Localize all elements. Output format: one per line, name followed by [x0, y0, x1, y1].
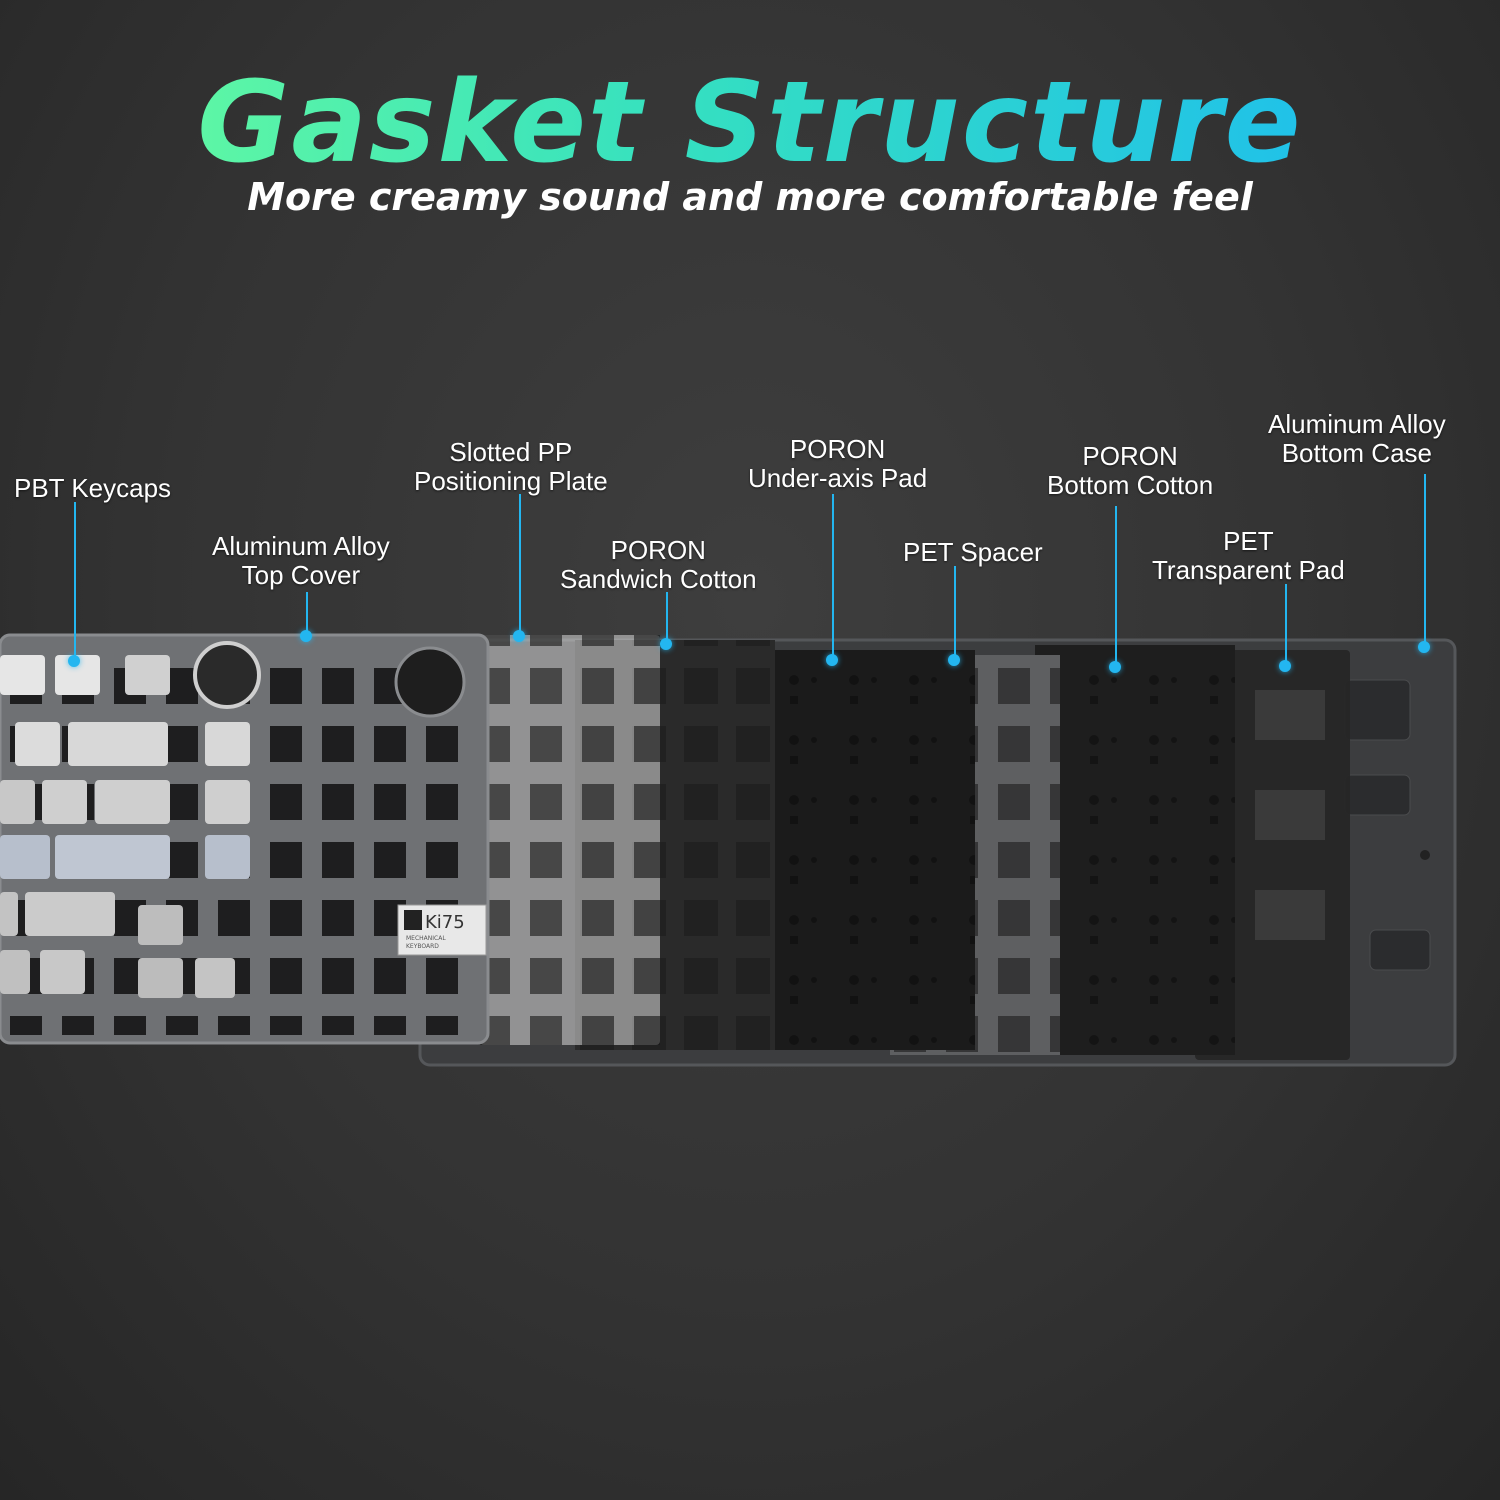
callout-line-bottom-case	[1424, 474, 1426, 646]
callout-dot-sandwich-cotton	[660, 638, 672, 650]
callout-line-top-cover	[306, 592, 308, 634]
pp-plate-layer	[480, 635, 660, 1045]
label-line: Aluminum Alloy	[1268, 409, 1446, 439]
label-pet-spacer: PET Spacer	[903, 538, 1043, 567]
label-transparent-pad: PET Transparent Pad	[1152, 527, 1345, 585]
callout-dot-pet-spacer	[948, 654, 960, 666]
badge-line-2: KEYBOARD	[406, 943, 439, 950]
label-line: Aluminum Alloy	[212, 531, 390, 561]
page-title: Gasket Structure	[0, 61, 1500, 185]
callout-line-pet-spacer	[954, 566, 956, 658]
label-line: Slotted PP	[449, 437, 573, 467]
label-line: PORON	[1082, 441, 1178, 471]
label-line: Transparent Pad	[1152, 555, 1345, 585]
poron-under-axis-pad-layer	[755, 650, 975, 1050]
label-pp-plate: Slotted PP Positioning Plate	[414, 438, 608, 496]
callout-dot-top-cover	[300, 630, 312, 642]
label-line: Sandwich Cotton	[560, 564, 757, 594]
callout-line-bottom-cotton	[1115, 506, 1117, 664]
callout-dot-pp-plate	[513, 630, 525, 642]
label-line: PORON	[610, 535, 706, 565]
label-under-axis-pad: PORON Under-axis Pad	[748, 435, 927, 493]
label-line: PORON	[789, 434, 886, 464]
callout-dot-bottom-cotton	[1109, 661, 1121, 673]
callout-dot-bottom-case	[1418, 641, 1430, 653]
callout-line-pbt-keycaps	[74, 502, 76, 660]
keycaps-layer	[0, 641, 261, 998]
callout-dot-pbt-keycaps	[68, 655, 80, 667]
poron-bottom-cotton-layer	[1035, 645, 1235, 1055]
label-line: PET Spacer	[903, 537, 1043, 567]
label-line: PET	[1223, 526, 1274, 556]
callout-line-sandwich-cotton	[666, 592, 668, 642]
label-pbt-keycaps: PBT Keycaps	[14, 474, 171, 503]
label-line: Bottom Cotton	[1047, 470, 1214, 500]
label-line: Positioning Plate	[414, 466, 608, 496]
callout-dot-transparent-pad	[1279, 660, 1291, 672]
label-sandwich-cotton: PORON Sandwich Cotton	[560, 536, 757, 594]
callout-line-under-axis-pad	[832, 494, 834, 658]
label-line: Bottom Case	[1281, 438, 1433, 468]
label-top-cover: Aluminum Alloy Top Cover	[212, 532, 390, 590]
label-bottom-case: Aluminum Alloy Bottom Case	[1268, 410, 1446, 468]
label-line: Under-axis Pad	[748, 463, 928, 493]
badge-logo: Ki75	[425, 912, 465, 933]
label-bottom-cotton: PORON Bottom Cotton	[1047, 442, 1213, 500]
callout-line-transparent-pad	[1285, 584, 1287, 664]
badge-line-1: MECHANICAL	[406, 935, 446, 942]
label-line: PBT Keycaps	[14, 473, 172, 503]
label-line: Top Cover	[241, 560, 361, 590]
exploded-keyboard-illustration: Ki75 MECHANICAL KEYBOARD	[0, 633, 1457, 1067]
callout-dot-under-axis-pad	[826, 654, 838, 666]
callout-line-pp-plate	[519, 494, 521, 634]
page-subtitle: More creamy sound and more comfortable f…	[247, 175, 1253, 219]
